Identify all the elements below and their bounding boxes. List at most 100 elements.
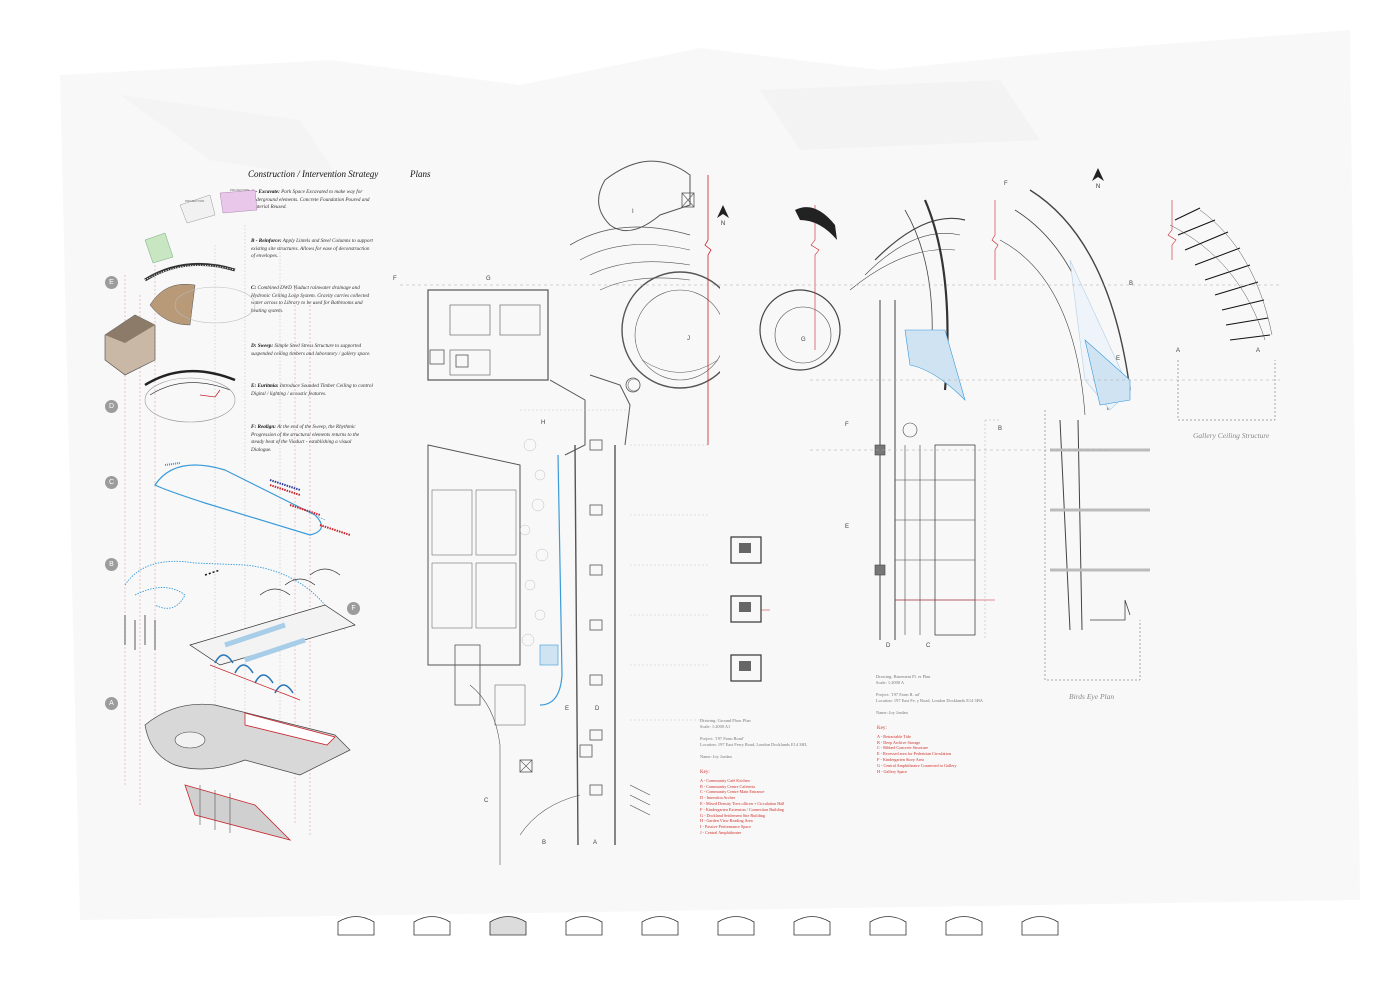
ground-plan-info: Drawing: Ground Floor Plan Scale: 1:2000… <box>700 718 807 760</box>
diagram-letter-e: E <box>105 276 118 289</box>
plan-label-a: A <box>593 840 598 846</box>
strategy-item-c: C: Combined DWD Viaduct rainwater draina… <box>251 285 370 314</box>
layer-f-realign <box>189 568 356 701</box>
unit-details <box>730 536 770 682</box>
strategy-item-e: E: Euritmia: Introduce Sounded Timber Ce… <box>251 383 373 397</box>
info-name: Name: Joy Jordan <box>876 710 908 715</box>
page-arch-1[interactable] <box>337 913 375 936</box>
diagram-letter-f: F <box>347 602 360 615</box>
birds-label-f: F <box>1004 181 1008 187</box>
info-project: Project: '197 Farm R. ad' <box>876 692 920 697</box>
info-location: Location: 197 East Fe. y Road, London Do… <box>876 698 983 703</box>
key-item: E - Recessed area for Pedestrian Circula… <box>877 751 951 757</box>
gallery-label-a-left: A <box>1176 348 1181 354</box>
plan-label-e: E <box>565 706 570 712</box>
svg-text:PROJECTION: PROJECTION <box>230 188 249 192</box>
key-item: A - Retractable Tide <box>877 733 911 739</box>
basement-label-e: E <box>845 524 850 530</box>
alignment-guides <box>400 284 1280 451</box>
north-arrow-icon <box>717 205 729 218</box>
key-item: G - Central Amphitheatre Connected to Ga… <box>877 762 957 768</box>
strategy-item-a: A - Excavate: Park Space Excavated to ma… <box>251 189 370 211</box>
info-name: Name: Joy Jordan <box>700 754 732 759</box>
info-scale: Scale: 1:2000 A <box>876 680 905 685</box>
page-arch-2[interactable] <box>413 913 451 936</box>
plan-label-d: D <box>595 706 600 712</box>
key-item: F - Kindergarten Extension / Connection … <box>700 806 784 812</box>
page-arch-4[interactable] <box>565 913 603 936</box>
gallery-ceiling-caption: Gallery Ceiling Structure <box>1193 431 1270 440</box>
layer-e-ceiling: PROJECTION PROJECTION <box>104 188 258 376</box>
page-arch-7[interactable] <box>793 913 831 936</box>
diagram-letter-c: C <box>105 476 118 489</box>
layer-a-excavate <box>144 703 351 841</box>
plan-label-h: H <box>541 420 546 426</box>
key-item: B - Community Centre Cafeteria <box>700 783 755 789</box>
diagram-letter-d: D <box>105 400 118 413</box>
info-drawing: Drawing: Ground Floor Plan <box>700 718 751 723</box>
gallery-ceiling-structure <box>1167 200 1276 421</box>
key-item: C - Ribbed Concrete Structure <box>877 745 928 751</box>
plan-label-g: G <box>486 276 491 282</box>
north-arrow-icon <box>1092 168 1104 181</box>
info-project: Project: '197 Farm Road' <box>700 736 744 741</box>
plans-heading: Plans <box>410 169 431 179</box>
basement-label-c: C <box>926 643 931 649</box>
basement-label-b: B <box>998 426 1003 432</box>
exploded-axonometric: PROJECTION PROJECTION <box>104 188 356 841</box>
plan-label-f: F <box>393 276 397 282</box>
key-item: H - Garden View Reading Area <box>700 818 753 824</box>
page-arch-5[interactable] <box>641 913 679 936</box>
plan-label-i: I <box>632 209 634 215</box>
north-arrow-ground: N <box>717 205 729 227</box>
gallery-label-a-right: A <box>1256 348 1261 354</box>
svg-text:PROJECTION: PROJECTION <box>185 199 204 203</box>
page-arch-6[interactable] <box>717 913 755 936</box>
birds-label-e: E <box>1116 356 1121 362</box>
diagram-letter-b: B <box>105 558 118 571</box>
ground-floor-plan <box>427 160 720 865</box>
plan-label-j: J <box>687 336 690 342</box>
basement-label-g: G <box>801 337 806 343</box>
strategy-item-b: B - Reinforce: Apply Lintels and Steel C… <box>251 238 373 260</box>
key-item: B - Deep Archive Storage <box>877 739 921 745</box>
info-location: Location: 197 East Ferry Road, London Do… <box>700 742 808 747</box>
key-item: J - Central Amphitheatre <box>700 829 742 835</box>
info-scale: Scale: 1:2000 A1 <box>700 724 731 729</box>
strategy-item-f: F: Realign: At the end of the Sweep, the… <box>251 424 360 453</box>
layer-d-sweep <box>144 369 236 423</box>
key-title: Key: <box>700 770 710 775</box>
key-item: E - Mixed Density Tiers ollicen + Circul… <box>700 800 785 806</box>
page-arch-10[interactable] <box>1021 913 1059 936</box>
layer-c-drainage <box>154 462 351 536</box>
basement-label-d: D <box>886 643 891 649</box>
layer-b-reinforce <box>124 560 346 650</box>
key-item: G - Dockland Settlement Site Building <box>700 812 766 818</box>
basement-plan <box>759 199 1000 640</box>
key-title: Key: <box>877 726 887 731</box>
north-arrow-birds: N <box>1092 168 1104 190</box>
birds-eye-plan <box>991 189 1150 681</box>
strategy-heading: Construction / Intervention Strategy <box>248 169 379 179</box>
basement-plan-info: Drawing: Basement Fl. er Plan Scale: 1:2… <box>876 674 983 716</box>
key-item: F - Kindergarten Story Area <box>877 756 924 762</box>
key-item: A - Community Café Kitchen <box>700 777 750 783</box>
birds-label-b: B <box>1129 281 1134 287</box>
page-arch-3-active[interactable] <box>489 913 527 936</box>
key-item: H - Gallery Space <box>877 768 908 774</box>
plan-label-c: C <box>484 798 489 804</box>
basement-plan-key: Key: A - Retractable Tide B - Deep Archi… <box>877 726 957 774</box>
key-item: C - Community Centre Main Entrance <box>700 789 765 795</box>
info-drawing: Drawing: Basement Fl. er Plan <box>876 674 931 679</box>
plan-label-b: B <box>542 840 547 846</box>
strategy-item-d: D: Sweep: Simple Steel Stress Structure … <box>251 343 371 357</box>
page-arch-9[interactable] <box>945 913 983 936</box>
key-item: D - Interstitia Arches <box>700 795 736 801</box>
ground-plan-key: Key: A - Community Café Kitchen B - Comm… <box>700 770 784 836</box>
diagram-letter-a: A <box>105 697 118 710</box>
page-arch-8[interactable] <box>869 913 907 936</box>
basement-label-f: F <box>845 422 849 428</box>
key-item: I - Passive Performance Space <box>700 824 751 830</box>
